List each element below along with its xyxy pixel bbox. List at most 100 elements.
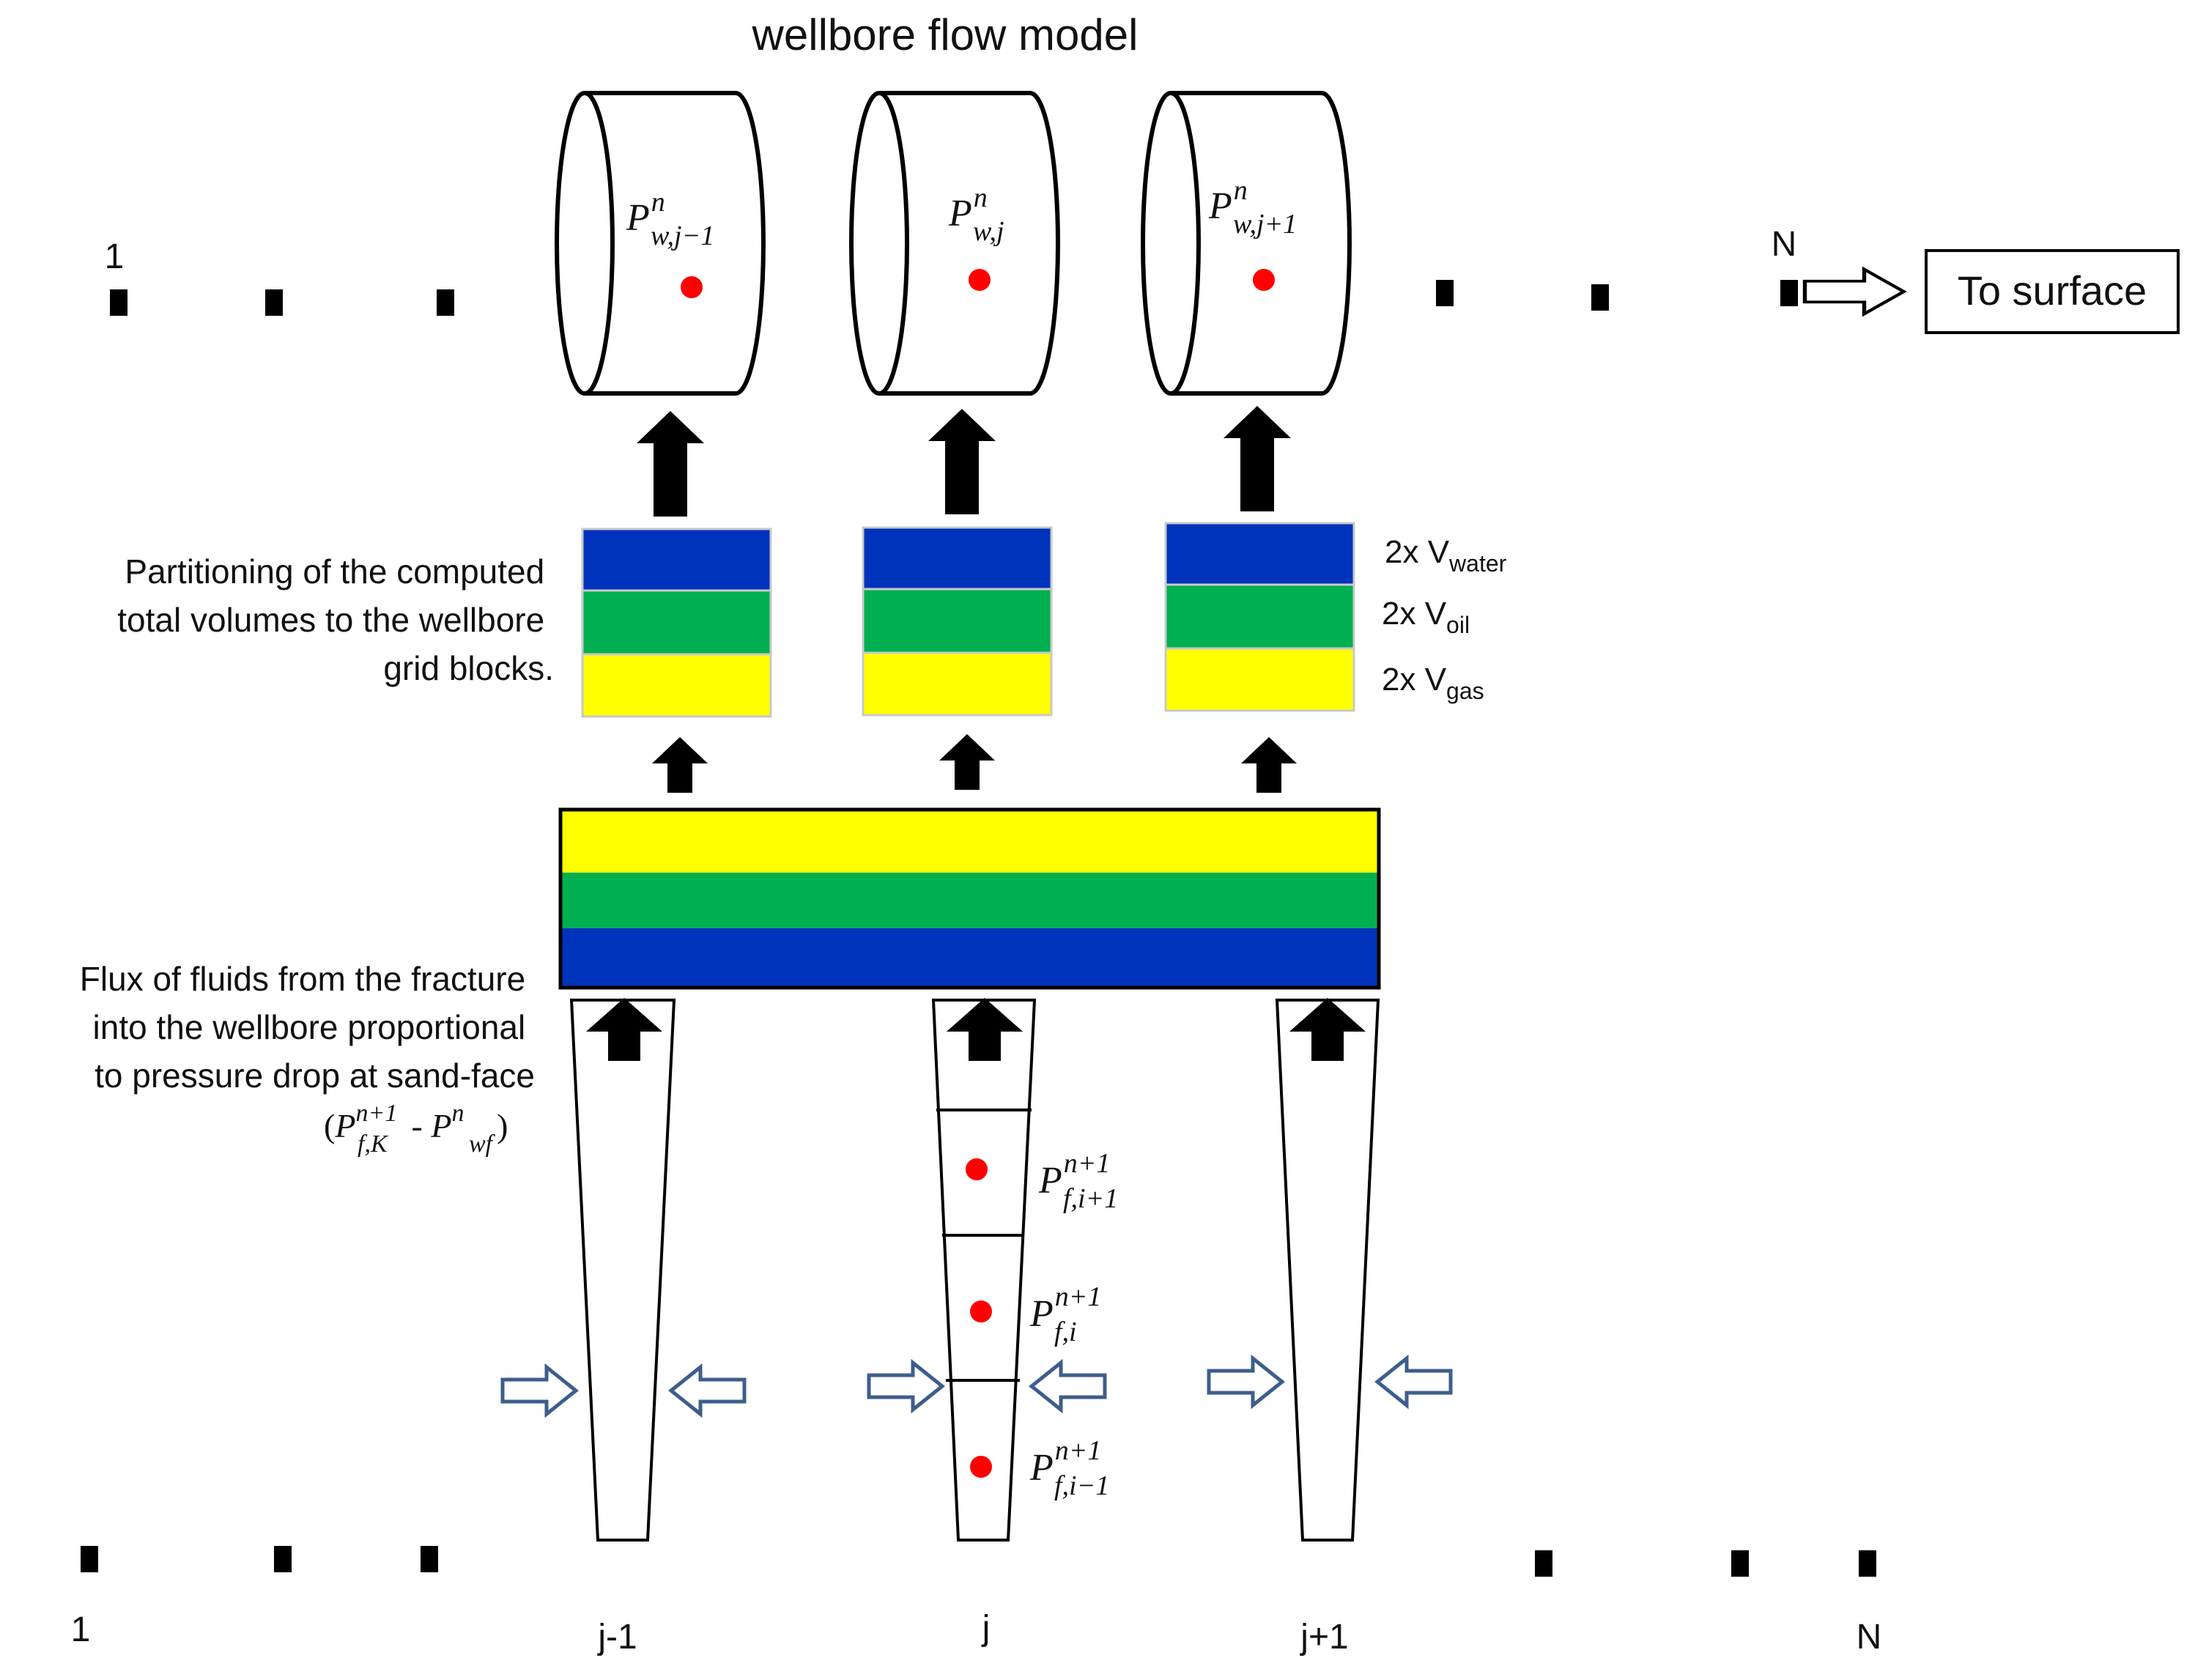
pressure-var: P — [1029, 1293, 1054, 1335]
block-to-wellbore-arrows — [637, 406, 1291, 517]
formula-a-sup: n+1 — [355, 1100, 397, 1127]
formula-a-var: P — [334, 1107, 355, 1144]
total-volume-slab — [558, 807, 1381, 990]
fracture-label-j: j — [981, 1609, 991, 1648]
pressure-var: P — [948, 193, 972, 234]
slab-water-layer — [560, 928, 1379, 988]
fracture-outline — [1275, 999, 1380, 1542]
top-index-start-label: 1 — [105, 237, 125, 276]
legend-prefix: 2x V — [1385, 534, 1450, 570]
phase-block-j — [862, 526, 1053, 717]
phase-legend-water: 2x Vwater — [1385, 534, 1507, 577]
phase-water-layer — [581, 528, 772, 592]
legend-prefix: 2x V — [1382, 596, 1447, 632]
fracture-label-j+1: j+1 — [1299, 1618, 1348, 1657]
pressure-sup: n — [1234, 175, 1248, 206]
pressure-var: P — [626, 197, 650, 239]
note-line: total volumes to the wellbore — [117, 601, 544, 639]
fracture-j — [931, 998, 1037, 1542]
phase-oil-layer — [1164, 583, 1355, 650]
phase-gas-layer — [581, 653, 772, 718]
inflow-arrow-right — [503, 1367, 576, 1414]
bottom-grid-markers — [81, 1546, 1876, 1577]
up-arrow — [1224, 406, 1291, 511]
up-arrow — [928, 409, 996, 514]
fracture-j+1 — [1275, 998, 1380, 1542]
grid-block-marker — [1436, 280, 1454, 306]
formula-close: ) — [497, 1107, 508, 1144]
phase-water-layer — [1164, 522, 1355, 586]
legend-prefix: 2x V — [1382, 662, 1447, 697]
phase-gas-layer — [1164, 647, 1355, 712]
note-line: to pressure drop at sand-face — [95, 1057, 535, 1095]
formula-b-sup: n — [451, 1100, 464, 1127]
bottom-index-start-label: 1 — [71, 1610, 91, 1649]
inflow-arrow-right — [869, 1363, 942, 1410]
note-line: into the wellbore proportional — [93, 1008, 526, 1046]
inflow-arrow-left — [671, 1367, 744, 1414]
phase-water-layer — [862, 526, 1053, 591]
pressure-sub: f,i+1 — [1063, 1183, 1118, 1214]
pressure-var: P — [1038, 1160, 1062, 1202]
wellbore-node-dot — [681, 276, 703, 298]
formula-dash: - — [403, 1107, 431, 1144]
grid-block-marker — [1535, 1550, 1552, 1577]
fracture-j-1 — [569, 998, 676, 1542]
slab-gas-layer — [560, 810, 1379, 873]
pressure-sup: n — [651, 187, 665, 218]
wellbore-cylinder-j-1 — [555, 91, 766, 396]
wellbore-node-dots — [681, 269, 1275, 298]
pressure-var: P — [1029, 1447, 1054, 1489]
grid-block-marker — [1780, 280, 1798, 306]
partitioning-note: Partitioning of the computed total volum… — [117, 552, 554, 687]
top-grid-markers — [110, 280, 1798, 316]
flux-note: Flux of fluids from the fracture into th… — [80, 960, 535, 1095]
grid-block-marker — [81, 1546, 98, 1572]
grid-block-marker — [1731, 1550, 1749, 1577]
phase-gas-layer — [862, 651, 1053, 717]
formula-b-var: P — [430, 1107, 451, 1144]
legend-sub: water — [1448, 550, 1507, 577]
pressure-sup: n+1 — [1055, 1435, 1102, 1466]
wellbore-cylinder-j+1 — [1141, 91, 1352, 396]
fracture-label-j-1: j-1 — [596, 1618, 637, 1657]
inflow-arrow-left — [1377, 1358, 1451, 1405]
up-arrow — [1241, 737, 1297, 793]
pressure-sup: n+1 — [1064, 1148, 1111, 1179]
top-index-end-label: N — [1772, 225, 1797, 264]
phase-block-j+1 — [1164, 522, 1355, 712]
slab-oil-layer — [560, 873, 1379, 928]
formula-b-sub: wf — [469, 1131, 496, 1158]
to-surface-box — [1925, 249, 2180, 334]
grid-block-marker — [274, 1546, 292, 1572]
grid-block-marker — [421, 1546, 438, 1572]
slab-border — [558, 807, 1381, 990]
to-surface-arrow — [1805, 270, 1904, 314]
legend-sub: oil — [1446, 612, 1470, 638]
pressure-sub: f,i — [1054, 1317, 1077, 1347]
grid-block-marker — [1591, 284, 1609, 311]
pressure-sub: w,j−1 — [651, 221, 714, 251]
bottom-index-end-label: N — [1857, 1618, 1882, 1657]
grid-block-marker — [437, 289, 454, 316]
fracture-node-dot — [970, 1300, 992, 1322]
legend-sub: gas — [1446, 678, 1484, 704]
note-line: Partitioning of the computed — [125, 552, 544, 591]
pressure-sub: w,j — [973, 216, 1004, 247]
pressure-sup: n — [974, 182, 988, 213]
phase-legend-gas: 2x Vgas — [1382, 662, 1484, 704]
slab-to-block-arrows — [652, 734, 1297, 793]
inflow-arrow-left — [1032, 1363, 1105, 1410]
to-surface-label: To surface — [1958, 267, 2147, 314]
formula-a-sub: f,K — [358, 1131, 389, 1158]
phase-legend-oil: 2x Voil — [1382, 596, 1470, 638]
grid-block-marker — [110, 289, 127, 316]
fracture-pressure-label: Pn+1 f,i+1 — [1038, 1148, 1118, 1214]
up-arrow — [637, 411, 704, 517]
